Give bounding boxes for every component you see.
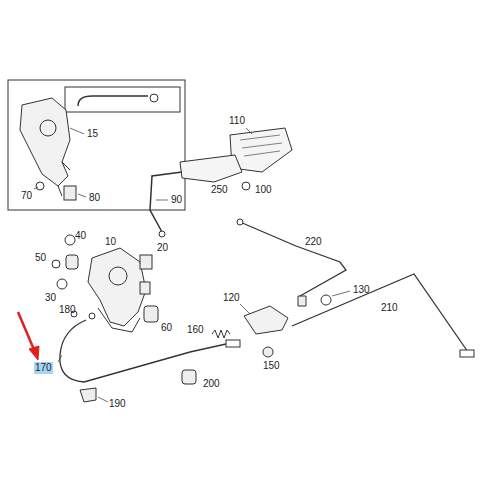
leader — [58, 355, 62, 362]
callout-number: 220 — [304, 236, 323, 248]
callout-number: 90 — [170, 194, 183, 206]
cable-end — [226, 340, 240, 347]
callout-number: 110 — [228, 115, 246, 127]
pedal-bracket — [20, 98, 70, 186]
leader — [98, 397, 108, 402]
rear-cable-right — [292, 274, 468, 352]
leader — [246, 128, 252, 134]
pedal-arm — [98, 308, 140, 332]
washer — [57, 279, 67, 289]
pivot — [40, 120, 56, 136]
callout-number: 170 — [34, 362, 53, 374]
nut — [52, 260, 60, 268]
inset-frame — [8, 80, 185, 210]
callout-number: 210 — [380, 302, 399, 314]
callout-number: 120 — [222, 292, 241, 304]
equalizer — [244, 306, 288, 334]
grommet — [263, 347, 273, 357]
leader — [240, 304, 250, 314]
leader — [332, 291, 350, 296]
pad-ribs — [240, 135, 282, 156]
cable-icon — [78, 96, 148, 106]
rear-cable-left — [240, 222, 346, 296]
callout-number: 100 — [254, 184, 273, 196]
callout-number: 80 — [88, 192, 101, 204]
pin — [89, 313, 95, 319]
callout-number: 15 — [86, 128, 99, 140]
callout-number: 150 — [262, 360, 281, 372]
clip — [298, 296, 306, 306]
rod-end — [159, 231, 165, 237]
pedal-pivot — [109, 267, 127, 285]
leader — [34, 187, 38, 189]
callout-number: 30 — [44, 292, 57, 304]
cable-bracket — [80, 388, 96, 402]
release-lever — [180, 155, 242, 182]
callout-number: 70 — [20, 190, 33, 202]
callout-number: 200 — [202, 378, 221, 390]
spring — [212, 330, 230, 338]
cable-end — [460, 350, 474, 357]
cable-end — [237, 219, 243, 225]
cable-guide — [182, 370, 196, 384]
leader — [70, 128, 84, 134]
clip — [64, 186, 76, 200]
callout-number: 130 — [352, 284, 371, 296]
bolt — [36, 182, 44, 190]
leader — [78, 194, 86, 197]
callout-number: 20 — [156, 242, 169, 254]
callout-number: 190 — [108, 398, 127, 410]
bolt — [321, 295, 331, 305]
leader — [156, 200, 168, 201]
front-cable — [60, 320, 226, 382]
callout-number: 160 — [186, 324, 205, 336]
screw — [242, 182, 250, 190]
spacer — [140, 282, 150, 294]
pointer-arrow — [18, 312, 35, 352]
bushing — [66, 255, 78, 269]
cable-icon-box — [65, 87, 180, 112]
callout-number: 40 — [74, 230, 87, 242]
parking-brake-pedal — [88, 248, 146, 326]
nut — [65, 235, 75, 245]
stop-buffer — [144, 306, 158, 322]
callout-number: 50 — [34, 252, 47, 264]
bushing — [140, 255, 152, 269]
callout-number: 180 — [58, 304, 77, 316]
callout-number: 60 — [160, 322, 173, 334]
pointer-arrowhead — [29, 346, 39, 360]
callout-number: 250 — [210, 184, 229, 196]
callout-number: 10 — [104, 236, 117, 248]
cable-icon-end — [150, 94, 158, 102]
